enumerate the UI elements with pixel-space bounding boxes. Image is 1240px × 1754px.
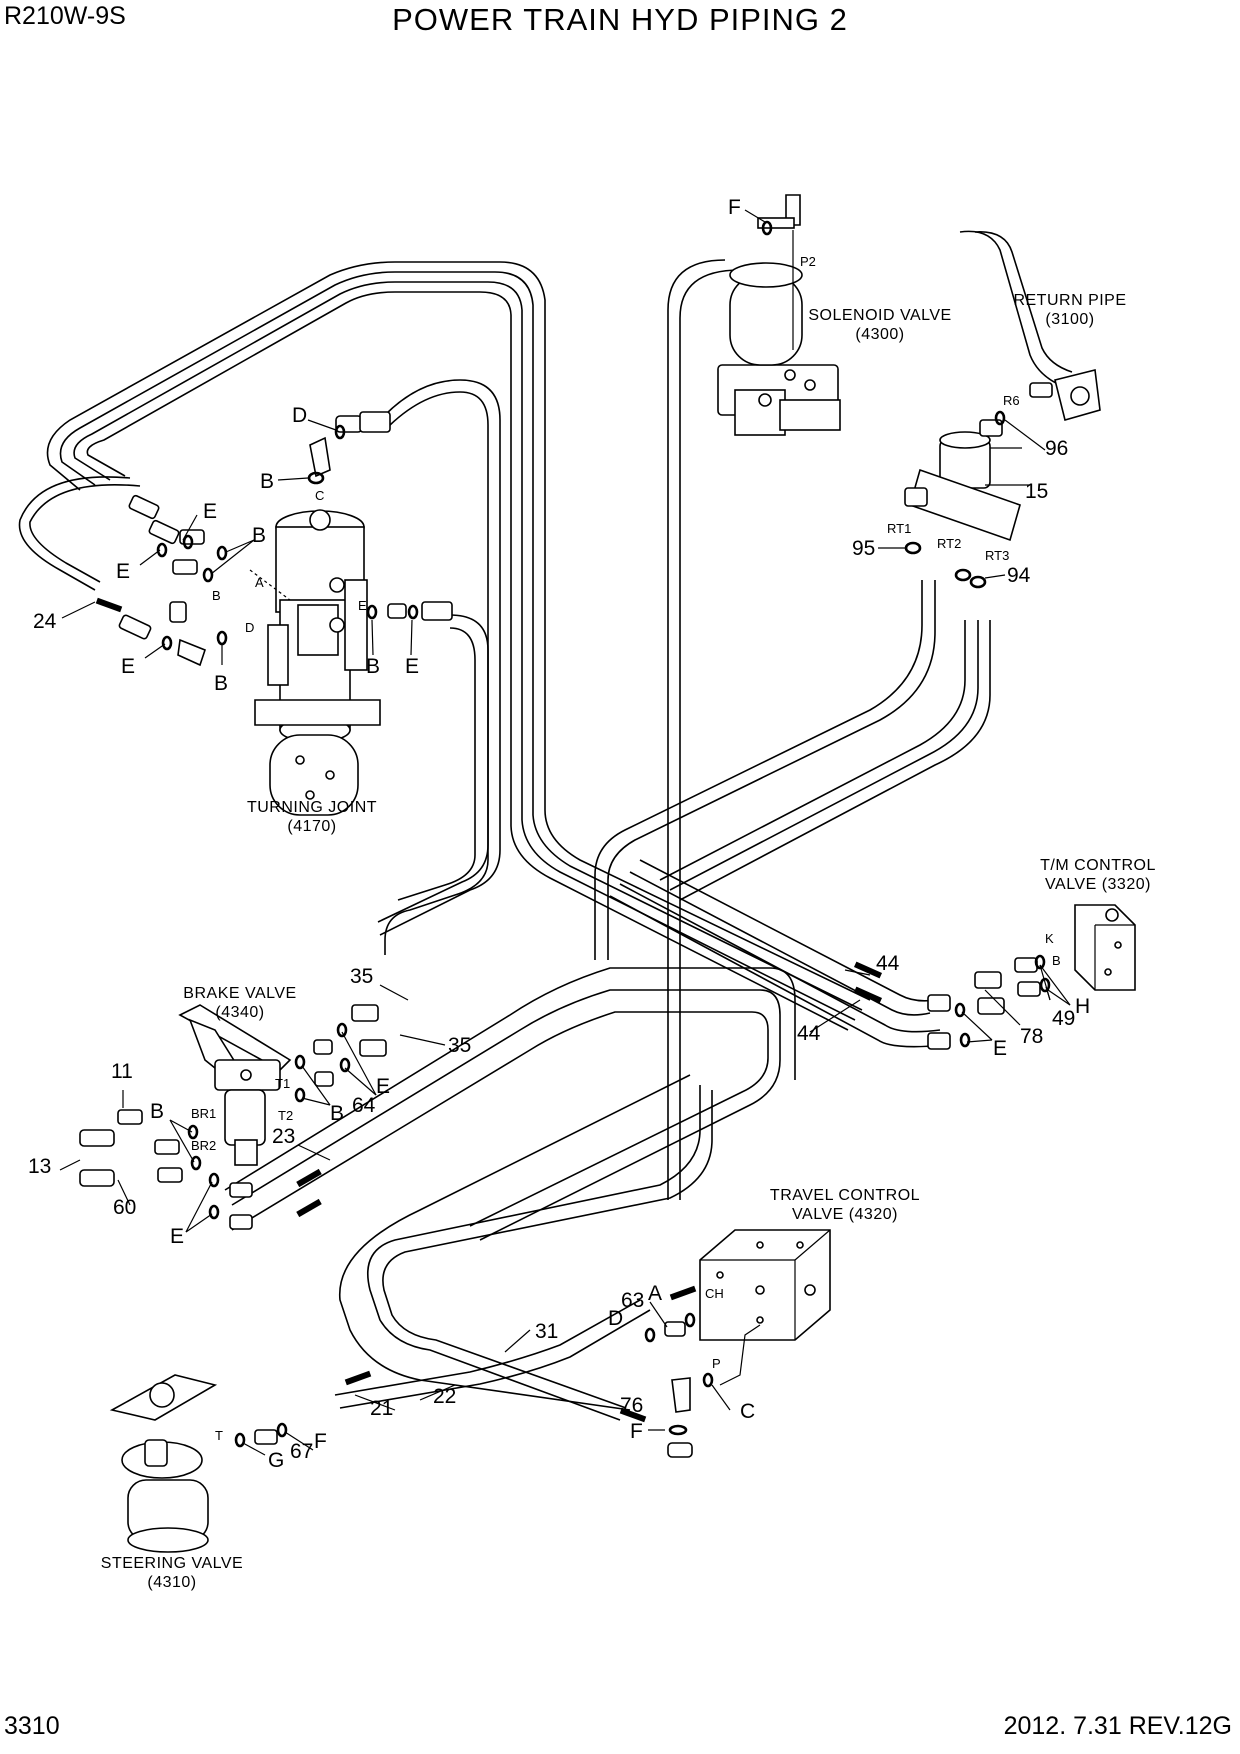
travel-control-valve bbox=[664, 1229, 831, 1458]
callout-D-tcv: D bbox=[608, 1307, 623, 1330]
turning-joint-name: TURNING JOINT bbox=[247, 799, 377, 816]
port-P2: P2 bbox=[800, 254, 816, 269]
callout-B-turning-joint-2: B bbox=[252, 524, 266, 547]
callout-67: 67 bbox=[290, 1440, 313, 1463]
callout-D-turning-joint: D bbox=[292, 404, 307, 427]
callout-E-brake-2: E bbox=[170, 1225, 184, 1248]
return-pipe-name: RETURN PIPE bbox=[1013, 292, 1126, 309]
page-title: POWER TRAIN HYD PIPING 2 bbox=[392, 2, 848, 37]
callout-76: 76 bbox=[620, 1394, 643, 1417]
o-rings bbox=[156, 220, 1051, 1448]
callout-35-lower: 35 bbox=[448, 1034, 471, 1057]
callout-B-turning-joint-1: B bbox=[260, 470, 274, 493]
port-T: T bbox=[215, 1428, 223, 1443]
callout-49: 49 bbox=[1052, 1007, 1075, 1030]
port-RT1: RT1 bbox=[887, 521, 911, 536]
callout-24: 24 bbox=[33, 610, 57, 633]
leader-lines bbox=[59, 209, 1071, 1456]
port-RT2: RT2 bbox=[937, 536, 961, 551]
callout-labels: F D B E B E 24 E B B E 96 15 95 94 44 44… bbox=[28, 196, 1090, 1472]
callout-22: 22 bbox=[433, 1385, 456, 1408]
port-R6: R6 bbox=[1003, 393, 1020, 408]
valve-15 bbox=[904, 419, 1030, 542]
callout-63: 63 bbox=[621, 1289, 644, 1312]
solenoid-valve bbox=[717, 194, 841, 436]
travel-control-valve-name: TRAVEL CONTROL bbox=[770, 1187, 920, 1204]
tm-control-valve-code: VALVE (3320) bbox=[1045, 876, 1151, 893]
pipe-bundle bbox=[18, 259, 991, 1421]
callout-13: 13 bbox=[28, 1155, 51, 1178]
port-D: D bbox=[245, 620, 254, 635]
port-T1: T1 bbox=[275, 1076, 290, 1091]
date-revision: 2012. 7.31 REV.12G bbox=[1003, 1712, 1232, 1740]
callout-E-tm: E bbox=[993, 1037, 1007, 1060]
steering-valve-name: STEERING VALVE bbox=[101, 1555, 243, 1572]
brake-valve bbox=[79, 1004, 387, 1230]
callout-F-sv: F bbox=[314, 1430, 327, 1453]
tm-control-valve bbox=[927, 904, 1136, 1050]
steering-valve bbox=[109, 1374, 278, 1553]
callout-64: 64 bbox=[352, 1094, 376, 1117]
port-C: C bbox=[315, 488, 324, 503]
page-number: 3310 bbox=[4, 1712, 60, 1740]
port-RT3: RT3 bbox=[985, 548, 1009, 563]
callout-96: 96 bbox=[1045, 437, 1068, 460]
callout-21: 21 bbox=[370, 1397, 393, 1420]
tm-control-valve-name: T/M CONTROL bbox=[1040, 857, 1156, 874]
port-K: K bbox=[1045, 931, 1054, 946]
return-pipe-code: (3100) bbox=[1045, 311, 1094, 328]
component-captions: SOLENOID VALVE (4300) RETURN PIPE (3100)… bbox=[101, 292, 1156, 1591]
callout-B-turning-joint-3: B bbox=[214, 672, 228, 695]
callout-E-turning-joint-3: E bbox=[121, 655, 135, 678]
callout-B-brake-1: B bbox=[330, 1102, 344, 1125]
callout-E-turning-joint-1: E bbox=[203, 500, 217, 523]
callout-B-turning-joint-4: B bbox=[366, 655, 380, 678]
model-number: R210W-9S bbox=[4, 2, 126, 30]
port-E: E bbox=[358, 598, 367, 613]
callout-E-turning-joint-2: E bbox=[116, 560, 130, 583]
callout-G-sv: G bbox=[268, 1449, 284, 1472]
callout-44-upper: 44 bbox=[876, 952, 900, 975]
brake-valve-name: BRAKE VALVE bbox=[183, 985, 296, 1002]
hose-hatches bbox=[95, 597, 883, 1423]
callout-94: 94 bbox=[1007, 564, 1031, 587]
port-T2: T2 bbox=[278, 1108, 293, 1123]
callout-11: 11 bbox=[111, 1060, 133, 1083]
callout-B-brake-2: B bbox=[150, 1100, 164, 1123]
port-B-tm: B bbox=[1052, 953, 1061, 968]
callout-31: 31 bbox=[535, 1320, 558, 1343]
port-labels: P2 R6 RT1 RT2 RT3 C A B D E K B T1 T2 BR… bbox=[191, 254, 1061, 1443]
port-CH: CH bbox=[705, 1286, 724, 1301]
callout-23: 23 bbox=[272, 1125, 295, 1148]
callout-78: 78 bbox=[1020, 1025, 1043, 1048]
port-B: B bbox=[212, 588, 221, 603]
callout-44-lower: 44 bbox=[797, 1022, 821, 1045]
port-BR2: BR2 bbox=[191, 1138, 216, 1153]
callout-F-tcv: F bbox=[630, 1420, 643, 1443]
callout-A-tcv: A bbox=[648, 1282, 662, 1305]
callout-60: 60 bbox=[113, 1196, 136, 1219]
port-A: A bbox=[255, 575, 264, 590]
callout-H-tm: H bbox=[1075, 995, 1090, 1018]
turning-joint-code: (4170) bbox=[287, 818, 336, 835]
callout-95: 95 bbox=[852, 537, 875, 560]
callout-E-turning-joint-4: E bbox=[405, 655, 419, 678]
callout-E-brake-1: E bbox=[376, 1075, 390, 1098]
port-P: P bbox=[712, 1356, 721, 1371]
turning-joint-fittings bbox=[118, 411, 453, 667]
callout-35-upper: 35 bbox=[350, 965, 373, 988]
brake-valve-code: (4340) bbox=[215, 1004, 264, 1021]
turning-joint bbox=[249, 509, 381, 816]
return-pipe bbox=[959, 230, 1101, 421]
callout-C-tcv: C bbox=[740, 1400, 755, 1423]
solenoid-valve-code: (4300) bbox=[855, 326, 904, 343]
solenoid-valve-name: SOLENOID VALVE bbox=[808, 307, 951, 324]
travel-control-valve-code: VALVE (4320) bbox=[792, 1206, 898, 1223]
callout-F-solenoid: F bbox=[728, 196, 741, 219]
port-BR1: BR1 bbox=[191, 1106, 216, 1121]
callout-15: 15 bbox=[1025, 480, 1048, 503]
steering-valve-code: (4310) bbox=[147, 1574, 196, 1591]
